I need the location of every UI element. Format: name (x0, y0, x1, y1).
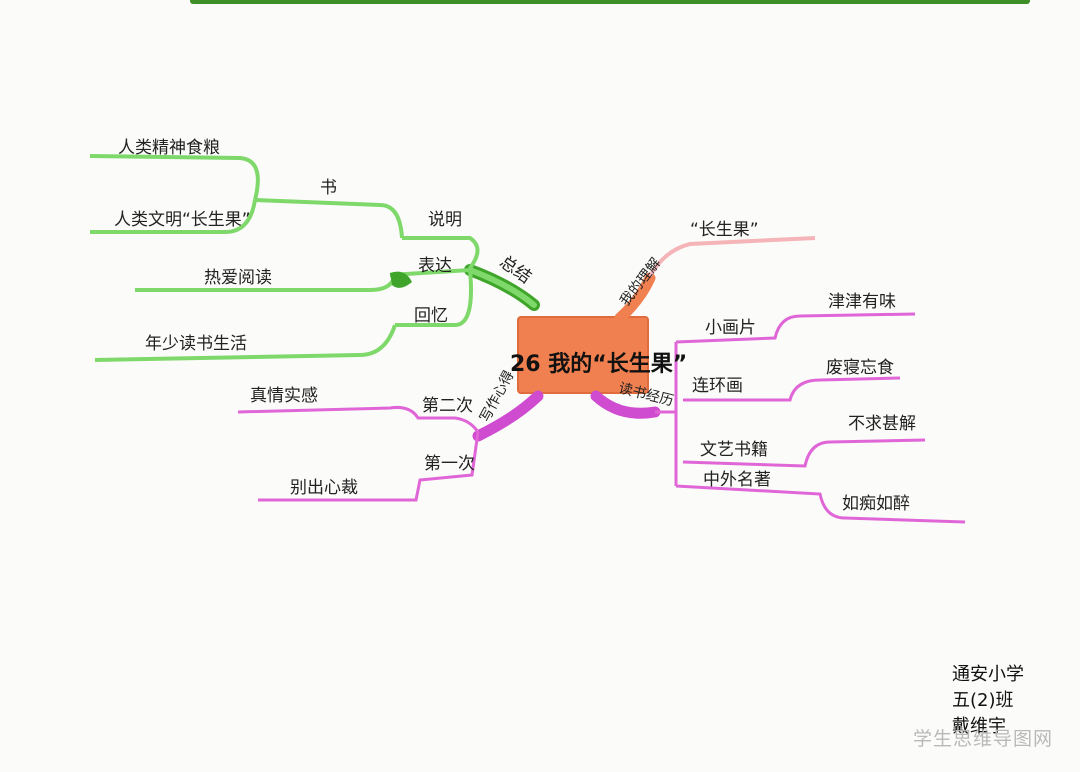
watermark: 学生思维导图网 (913, 728, 1054, 750)
reading-detail-3: 不求甚解 (848, 414, 916, 434)
reading-detail-1: 津津有味 (828, 292, 896, 312)
pink-trunk-left (472, 390, 544, 442)
reading-detail-2: 废寝忘食 (826, 358, 894, 378)
pink-line-second (237, 406, 480, 433)
reading-item-1: 小画片 (705, 318, 756, 338)
center-box (517, 316, 649, 394)
center-title: 26 我的“长生果” (510, 352, 688, 377)
first-label: 第一次 (424, 454, 475, 474)
signature-name: 戴维宇 (952, 716, 1006, 737)
shu-label: 书 (320, 178, 337, 198)
first-item: 别出心裁 (290, 478, 358, 498)
pink-line-1 (675, 312, 916, 344)
huiyi-label: 回忆 (414, 306, 448, 326)
green-blob-biaoda (390, 271, 412, 288)
green-trunk-inner (467, 267, 537, 308)
pink-line-2 (683, 376, 901, 402)
shu-item-2: 人类文明“长生果” (114, 210, 251, 230)
pink-line-first (258, 431, 480, 502)
signature-class: 五(2)班 (952, 690, 1014, 711)
second-label: 第二次 (422, 396, 473, 416)
green-line-huiyi-item (94, 324, 397, 362)
reading-detail-4: 如痴如醉 (842, 494, 910, 514)
second-item: 真情实感 (250, 386, 318, 406)
pink-line-4 (675, 484, 966, 524)
signature-school: 通安小学 (952, 664, 1024, 685)
right-top-item: “长生果” (690, 220, 759, 240)
pink-trunk-right (590, 390, 661, 419)
shu-item-1: 人类精神食粮 (118, 138, 220, 158)
shuoming-label: 说明 (428, 210, 462, 230)
biaoda-item: 热爱阅读 (204, 268, 272, 288)
green-line-shuoming (402, 236, 480, 270)
green-line-huiyi (395, 269, 473, 327)
reading-item-2: 连环画 (692, 376, 743, 396)
green-line-shu-up (89, 154, 260, 201)
top-green-strip (190, 0, 1030, 4)
pink-line-3 (682, 438, 926, 468)
huiyi-item: 年少读书生活 (145, 334, 247, 354)
reading-item-4: 中外名著 (703, 470, 771, 490)
reading-item-3: 文艺书籍 (700, 440, 768, 460)
green-line-shu-down (90, 199, 257, 234)
salmon-line (648, 236, 816, 278)
green-line-shu (254, 198, 404, 239)
biaoda-label: 表达 (418, 256, 452, 276)
orange-trunk (614, 272, 656, 324)
